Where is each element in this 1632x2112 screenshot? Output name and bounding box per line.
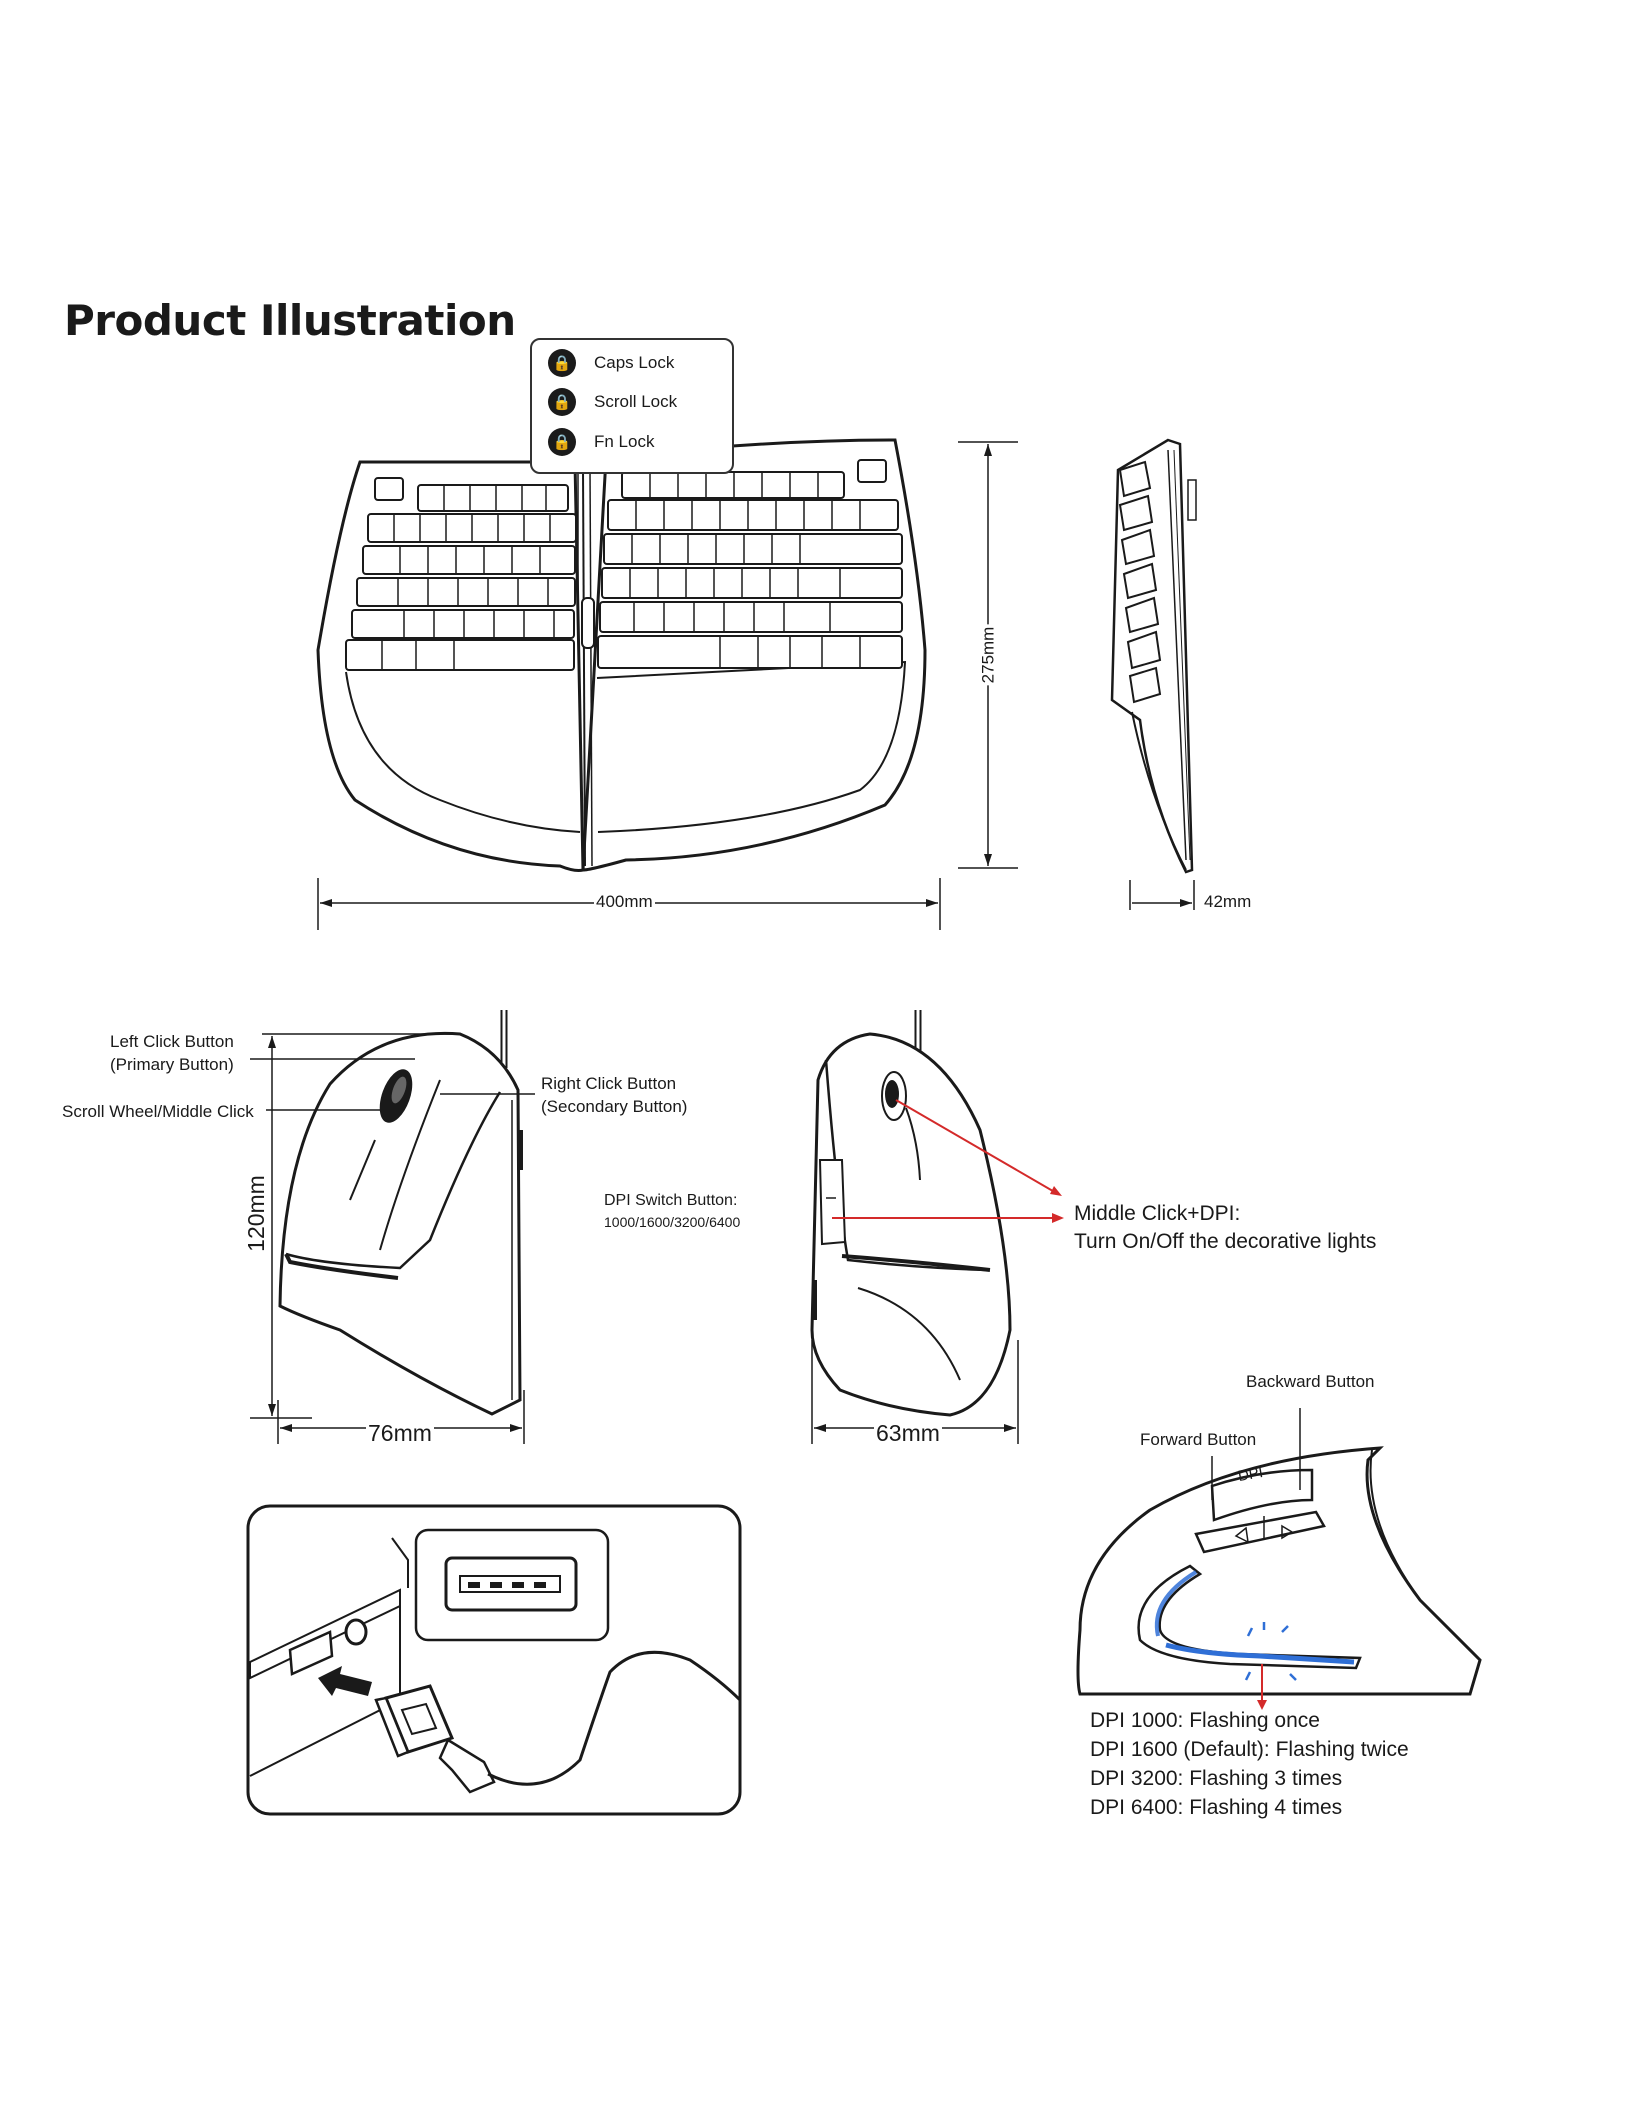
dpi-state-list: DPI 1000: Flashing once DPI 1600 (Defaul… [1090,1706,1409,1822]
right-click-sublabel: (Secondary Button) [541,1097,688,1116]
right-click-label: Right Click Button [541,1074,677,1093]
keyboard-depth-label: 275mm [978,624,999,686]
mouse-front-view [810,1010,1064,1444]
middle-dpi-sublabel: Turn On/Off the decorative lights [1074,1230,1377,1253]
dpi-state-6400: DPI 6400: Flashing 4 times [1090,1796,1343,1819]
caps-lock-indicator: 🔒 Caps Lock [548,348,674,378]
lock-arrow-icon: 🔒 [548,388,576,416]
mouse-side-width-label: 76mm [366,1420,434,1447]
middle-dpi-label: Middle Click+DPI: [1074,1202,1241,1225]
page-title: Product Illustration [64,296,516,345]
left-click-sublabel: (Primary Button) [110,1055,234,1074]
lock-f-icon: 🔒 [548,428,576,456]
keyboard-width-label: 400mm [594,892,655,912]
keyboard-top-view [316,438,1018,930]
backward-button-label: Backward Button [1246,1372,1375,1391]
mouse-height-label: 120mm [242,1173,270,1254]
dpi-state-3200: DPI 3200: Flashing 3 times [1090,1767,1343,1790]
usb-connection-panel [246,1504,742,1816]
mouse-front-width-label: 63mm [874,1420,942,1447]
dpi-state-1000: DPI 1000: Flashing once [1090,1709,1320,1732]
scroll-lock-indicator: 🔒 Scroll Lock [548,387,677,417]
dpi-state-1600: DPI 1600 (Default): Flashing twice [1090,1738,1409,1761]
left-key-cluster [345,477,577,671]
mouse-thumb-view [1076,1408,1482,1710]
dpi-switch-label: DPI Switch Button: [604,1192,738,1209]
forward-button-label: Forward Button [1140,1430,1257,1449]
left-click-label: Left Click Button [110,1032,234,1051]
mouse-side-view [250,1010,535,1444]
lock-a-icon: 🔒 [548,349,576,377]
right-key-cluster [597,459,903,669]
keyboard-height-label: 42mm [1202,892,1254,912]
fn-lock-indicator: 🔒 Fn Lock [548,427,654,457]
dpi-values-label: 1000/1600/3200/6400 [604,1214,741,1230]
scroll-wheel-label: Scroll Wheel/Middle Click [62,1102,254,1121]
keyboard-side-view [1110,438,1197,910]
